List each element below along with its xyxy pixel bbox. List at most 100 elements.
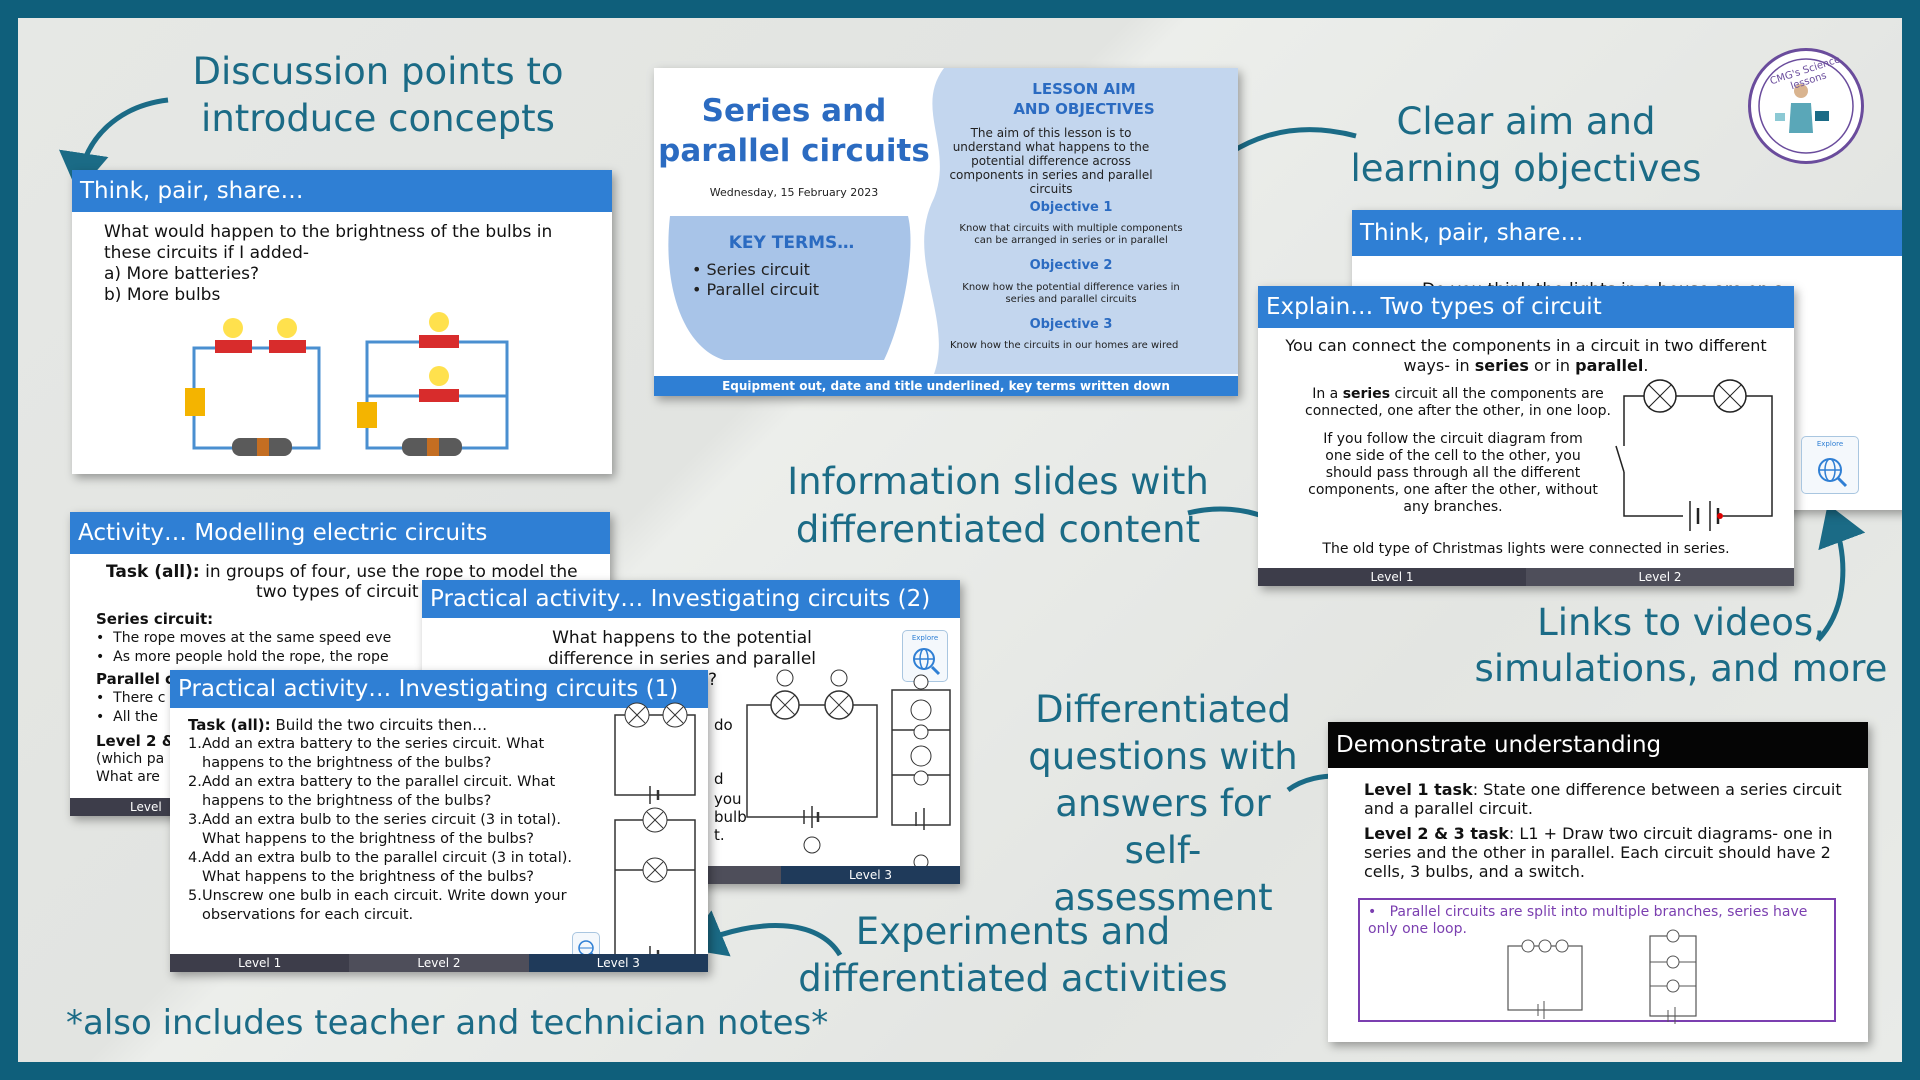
intro-end: .: [1643, 356, 1649, 375]
objective-text: Know how the circuits in our homes are w…: [950, 340, 1179, 351]
level-line: (which pa: [96, 751, 165, 767]
explore-label: Explore: [1816, 440, 1844, 448]
voltmeter-circuits: [746, 669, 951, 870]
build-circuits: [614, 702, 696, 966]
level-1-tab[interactable]: Level 1: [170, 954, 350, 972]
question-option: b) More bulbs: [104, 285, 221, 305]
objective-label: Objective 1: [1029, 200, 1113, 215]
aim-title-1: LESSON AIM: [1032, 80, 1136, 98]
promo-canvas: Discussion points to introduce concepts …: [18, 18, 1902, 1062]
parallel-point-text: All the: [113, 709, 158, 725]
intro-text: You can connect the components in a circ…: [1285, 336, 1767, 375]
level23-task: Level 2 & 3 task: L1 + Draw two circuit …: [1364, 824, 1854, 881]
objective-label: Objective 3: [1029, 317, 1113, 332]
key-terms-title: KEY TERMS…: [728, 233, 855, 253]
slide-header: Practical activity… Investigating circui…: [170, 670, 708, 708]
level-line: What are: [96, 769, 160, 785]
fragment-text: you: [714, 790, 742, 808]
answer-circuits: [1507, 929, 1697, 1024]
p1-pre: In a: [1312, 386, 1343, 402]
title-line-2: parallel circuits: [658, 133, 930, 169]
series-point: • As more people hold the rope, the rope: [96, 649, 389, 665]
slide-header: Demonstrate understanding: [1328, 722, 1868, 768]
objective-text: Know how the potential difference varies…: [962, 282, 1180, 305]
task-label: Task (all):: [106, 562, 200, 582]
intro-mid: or in: [1528, 356, 1576, 375]
callout-experiments: Experiments and differentiated activitie…: [798, 910, 1228, 1000]
explain-p3: The old type of Christmas lights were co…: [1322, 541, 1730, 557]
level23-task-text: : L1 + Draw two circuit diagrams- one in…: [1364, 824, 1833, 881]
fragment-text: do: [714, 716, 733, 734]
callout-links: Links to videos, simulations, and more: [1474, 601, 1888, 690]
slide-header: Activity… Modelling electric circuits: [70, 512, 610, 554]
level1-task-text: : State one difference between a series …: [1364, 780, 1842, 818]
series-title: Series circuit:: [96, 610, 214, 628]
slide-think-pair-share: Think, pair, share… What would happen to…: [72, 170, 612, 474]
step-item: 3.Add an extra bulb to the series circui…: [188, 812, 561, 847]
step-item: 5.Unscrew one bulb in each circuit. Writ…: [188, 888, 567, 923]
parallel-point-text: There c: [113, 690, 166, 706]
parallel-title: Parallel ci: [96, 670, 180, 688]
level-3-tab[interactable]: Level 3: [781, 866, 960, 884]
level-2-tab[interactable]: Level 2: [349, 954, 529, 972]
slide-header: Think, pair, share…: [1352, 210, 1902, 256]
fragment-text: bulb: [714, 808, 747, 826]
objective-label: Objective 2: [1029, 258, 1113, 273]
practical1-task: Task (all): Build the two circuits then…: [188, 716, 487, 735]
explain-p2: If you follow the circuit diagram from o…: [1308, 431, 1598, 515]
key-term: • Parallel circuit: [692, 280, 820, 299]
series-point: • The rope moves at the same speed eve: [96, 630, 392, 646]
globe-search-icon: [913, 648, 941, 676]
lesson-date: Wednesday, 15 February 2023: [709, 186, 879, 199]
parallel-point: • There c: [96, 690, 166, 706]
parallel-point: • All the: [96, 709, 158, 725]
circuit-illustrations: [185, 312, 509, 456]
p1-post: circuit all the components are connected…: [1305, 386, 1611, 419]
task-text: in groups of four, use the rope to model…: [199, 562, 578, 582]
callout-differentiated: Differentiated questions with answers fo…: [1028, 688, 1298, 919]
task-label: Task (all):: [188, 716, 271, 734]
question-line: these circuits if I added-: [104, 243, 309, 263]
explore-button[interactable]: Explore: [1801, 436, 1859, 494]
slide-title: Series and parallel circuits Wednesday, …: [654, 68, 1238, 396]
question-option: a) More batteries?: [104, 264, 260, 284]
task-text: Build the two circuits then…: [270, 716, 488, 734]
slide-explain: Explain… Two types of circuit You can co…: [1258, 286, 1794, 586]
level23-task-label: Level 2 & 3 task: [1364, 824, 1509, 843]
series-point-text: The rope moves at the same speed eve: [113, 630, 392, 646]
level-footer: Level 1 Level 2 Level 3: [170, 954, 708, 972]
step-item: 2.Add an extra battery to the parallel c…: [188, 774, 556, 809]
level-3-tab[interactable]: Level 3: [528, 954, 708, 972]
level-title: Level 2 &: [96, 732, 175, 750]
callout-info: Information slides with differentiated c…: [787, 460, 1209, 551]
explain-intro: You can connect the components in a circ…: [1278, 336, 1774, 376]
key-term: • Series circuit: [692, 260, 810, 279]
slide-header: Explain… Two types of circuit: [1258, 286, 1794, 328]
intro-series: series: [1474, 356, 1529, 375]
step-item: 4.Add an extra bulb to the parallel circ…: [188, 850, 572, 885]
callout-notes: *also includes teacher and technician no…: [66, 1003, 829, 1043]
level-1-tab[interactable]: Level 1: [1258, 568, 1526, 586]
level-footer: Level 1 Level 2: [1258, 568, 1794, 586]
explore-button[interactable]: Explore: [902, 630, 948, 682]
objective-text: Know that circuits with multiple compone…: [959, 223, 1183, 246]
callout-discussion: Discussion points to introduce concepts: [192, 50, 564, 140]
explore-label: Explore: [911, 634, 939, 642]
answer-box: • Parallel circuits are split into multi…: [1358, 898, 1836, 1024]
level1-task: Level 1 task: State one difference betwe…: [1364, 780, 1844, 818]
intro-parallel: parallel: [1575, 356, 1644, 375]
callout-aim: Clear aim and learning objectives: [1350, 100, 1702, 190]
step-item: 1.Add an extra battery to the series cir…: [188, 736, 545, 771]
series-circuit-diagram: [1615, 379, 1773, 531]
slide-practical-1: Practical activity… Investigating circui…: [170, 670, 708, 972]
question-line: What would happen to the brightness of t…: [104, 222, 553, 242]
logo: CMG's Science lessons: [1748, 48, 1864, 164]
slide-header: Think, pair, share…: [72, 170, 612, 212]
activity-task-2: two types of circuit: [256, 582, 419, 602]
level1-task-label: Level 1 task: [1364, 780, 1473, 799]
p1-bold: series: [1342, 386, 1391, 402]
steps-list: 1.Add an extra battery to the series cir…: [188, 735, 608, 925]
activity-task: Task (all): in groups of four, use the r…: [106, 562, 606, 583]
slide-demonstrate: Demonstrate understanding Level 1 task: …: [1328, 722, 1868, 1042]
level-2-tab[interactable]: Level 2: [1526, 568, 1794, 586]
